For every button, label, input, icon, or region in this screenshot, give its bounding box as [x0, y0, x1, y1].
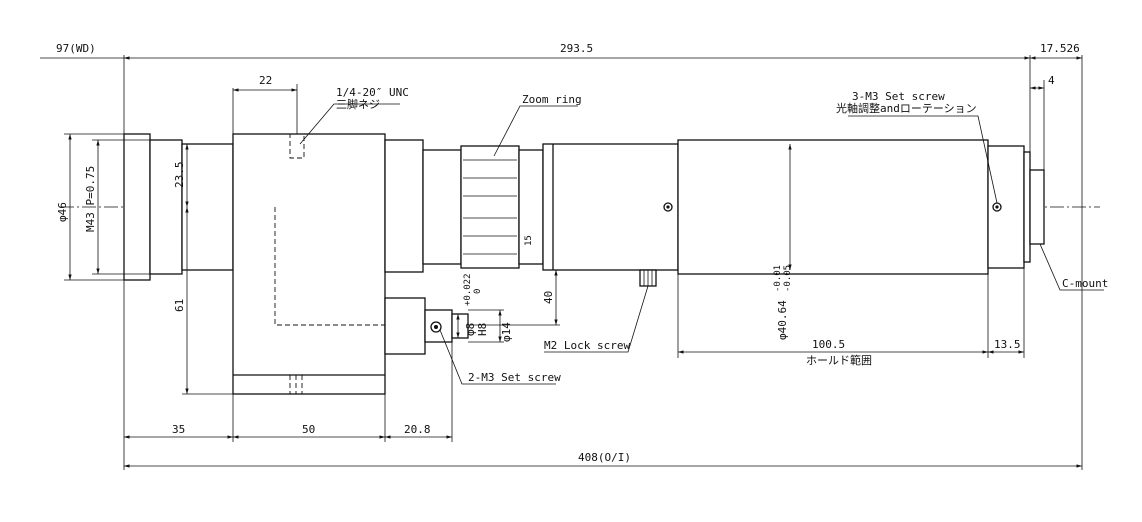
dim-width-35: 35 [172, 423, 185, 436]
label-set-screw-3-jp: 光軸調整andローテーション [836, 101, 977, 115]
label-m2-lock-screw: M2 Lock screw [544, 339, 630, 352]
zoom-scale-mark: 15 [524, 235, 534, 246]
dim-diameter-8: φ8 [464, 323, 477, 336]
label-hold-range: ホールド範囲 [806, 353, 872, 367]
label-tripod-jp: 三脚ネジ [336, 97, 380, 111]
dim-rear-length: 17.526 [1040, 42, 1080, 55]
intermediate-tube [384, 139, 462, 273]
dim-height-23-5: 23.5 [173, 162, 186, 189]
label-tripod-thread: 1/4-20″ UNC [336, 86, 409, 99]
prism-housing [232, 133, 430, 395]
illumination-port [384, 297, 469, 355]
dim-top-offset-22: 22 [259, 74, 272, 87]
dim-tol-zero: 0 [473, 289, 483, 294]
dim-working-distance: 97(WD) [56, 42, 96, 55]
dim-hold-range-100-5: 100.5 [812, 338, 845, 351]
dim-tol-lower-005: -0.05 [783, 265, 793, 292]
dim-width-20-8: 20.8 [404, 423, 431, 436]
dim-thread-m43: M43 P=0.75 [84, 166, 97, 232]
zoom-ring: 15 [460, 145, 544, 269]
dim-diameter-14: φ14 [500, 322, 513, 342]
dim-height-61: 61 [173, 299, 186, 312]
dim-flange-4: 4 [1048, 74, 1055, 87]
label-c-mount: C-mount [1062, 277, 1108, 290]
front-lens-barrel [123, 133, 234, 281]
label-set-screw-3: 3-M3 Set screw [852, 90, 945, 103]
dim-width-50: 50 [302, 423, 315, 436]
dim-overall-length: 293.5 [560, 42, 593, 55]
dim-total-length-408: 408(O/I) [578, 451, 631, 464]
dim-diameter-40-64: φ40.64 [776, 300, 789, 340]
label-zoom-ring: Zoom ring [522, 93, 582, 106]
dim-width-13-5: 13.5 [994, 338, 1021, 351]
dim-diameter-46: φ46 [56, 202, 69, 222]
dim-tol-upper-022: +0.022 [463, 273, 473, 306]
dim-height-40: 40 [542, 291, 555, 304]
dim-fit-h8: H8 [476, 323, 489, 336]
dim-tol-upper-001: -0.01 [773, 265, 783, 292]
label-set-screw-2: 2-M3 Set screw [468, 371, 561, 384]
main-barrel [542, 139, 1045, 287]
